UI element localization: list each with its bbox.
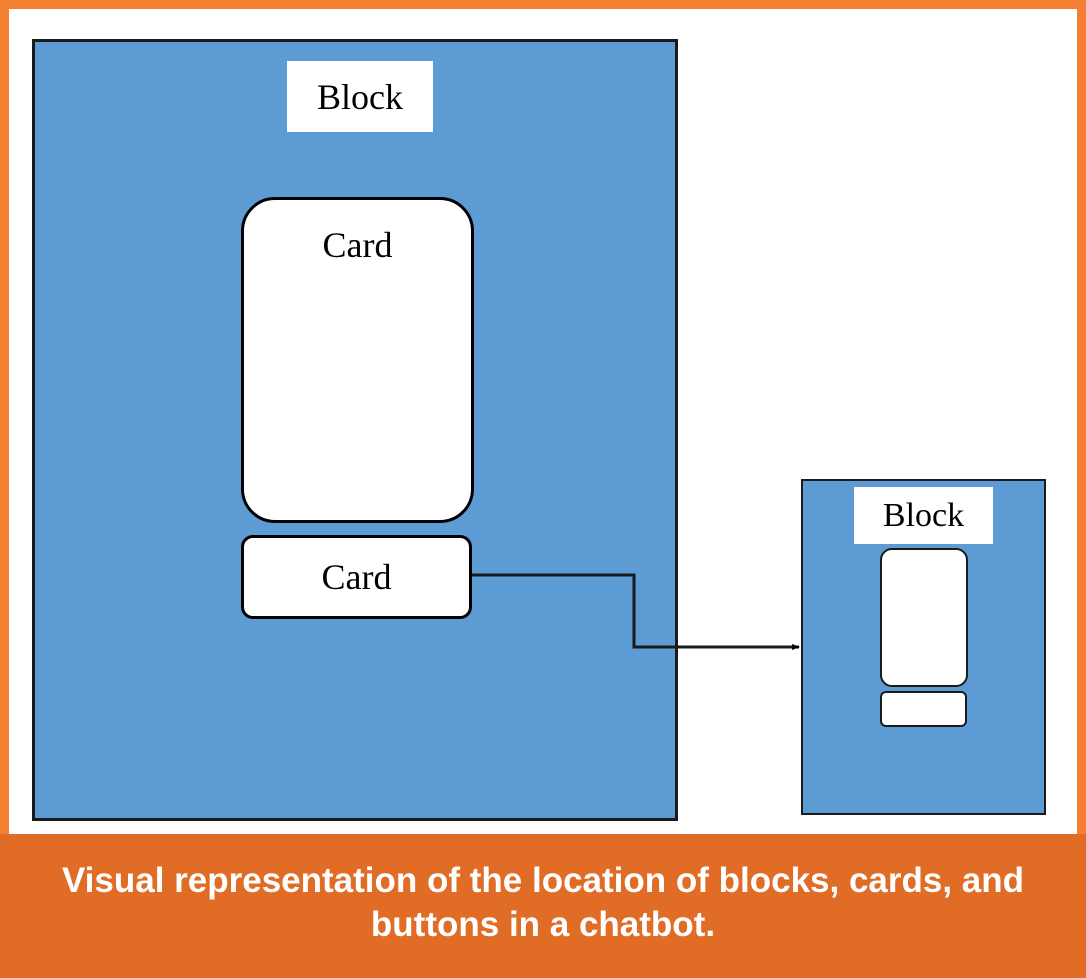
linked-block-button-card [880,691,967,727]
caption-text: Visual representation of the location of… [61,861,1025,944]
main-block-label: Block [287,61,433,132]
caption-bar: Visual representation of the location of… [0,834,1086,978]
button-card: Card [241,535,472,619]
linked-block-label: Block [854,487,993,544]
main-card: Card [241,197,474,523]
linked-block-card [880,548,968,687]
